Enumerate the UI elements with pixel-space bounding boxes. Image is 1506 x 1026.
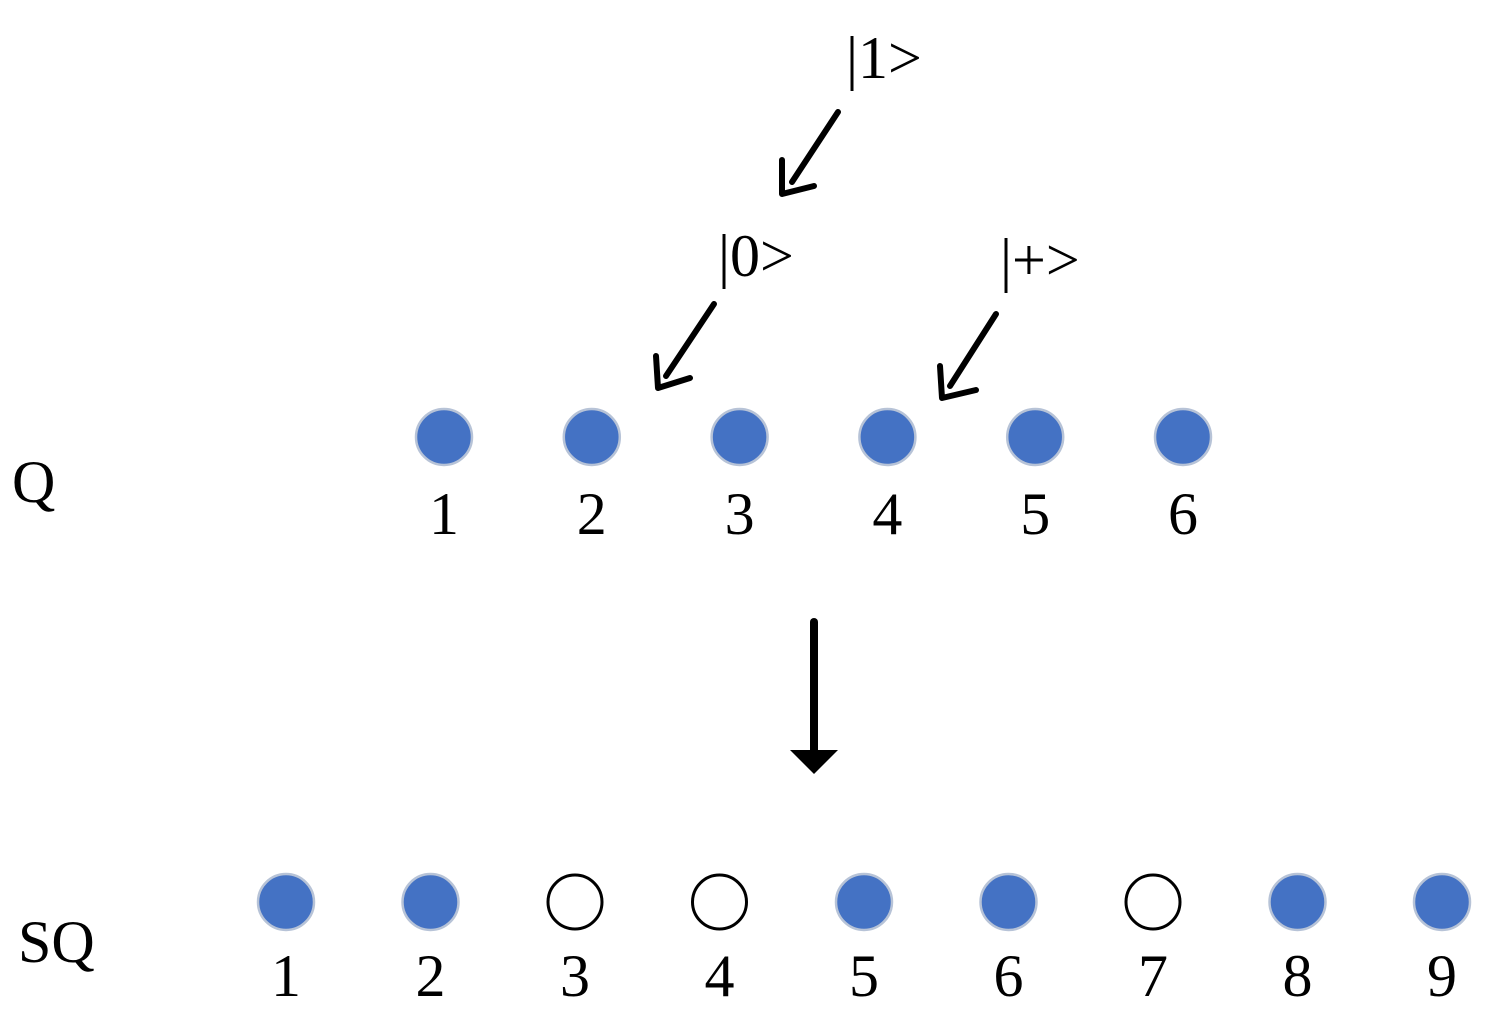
- sq-qubit-label-9: 9: [1427, 943, 1457, 1009]
- sq-qubit-label-6: 6: [994, 943, 1024, 1009]
- sq-qubit-label-7: 7: [1138, 943, 1168, 1009]
- q-qubit-row: 1 2 3 4 5 6: [414, 407, 1213, 547]
- sq-qubit-row: 1 2 3 4 5 6 7 8 9: [256, 872, 1472, 1009]
- q-qubit-1-filled: [414, 407, 474, 467]
- transform-arrow: [790, 618, 838, 774]
- state-label-0: |0>: [718, 223, 794, 289]
- q-qubit-label-6: 6: [1168, 481, 1198, 547]
- q-qubit-label-2: 2: [577, 481, 607, 547]
- sq-qubit-label-2: 2: [416, 943, 446, 1009]
- q-qubit-2-filled: [562, 407, 622, 467]
- insert-arrow-1: [779, 109, 841, 197]
- q-qubit-label-3: 3: [725, 481, 755, 547]
- sq-qubit-label-8: 8: [1283, 943, 1313, 1009]
- q-row-label: Q: [12, 449, 55, 515]
- q-qubit-label-1: 1: [429, 481, 459, 547]
- sq-qubit-4-empty: [691, 873, 748, 931]
- sq-qubit-7-empty: [1124, 873, 1182, 931]
- sq-qubit-label-5: 5: [849, 943, 879, 1009]
- q-qubit-label-5: 5: [1020, 481, 1050, 547]
- sq-qubit-2-filled: [401, 872, 460, 932]
- sq-qubit-6-filled: [979, 872, 1038, 932]
- q-qubit-5-filled: [1005, 407, 1065, 467]
- sq-row-label: SQ: [18, 909, 95, 975]
- insert-arrow-0: [653, 301, 717, 391]
- sq-qubit-8-filled: [1268, 872, 1327, 932]
- sq-qubit-1-filled: [256, 872, 316, 932]
- sq-qubit-3-empty: [546, 873, 604, 931]
- q-qubit-4-filled: [858, 407, 917, 467]
- sq-qubit-5-filled: [834, 872, 894, 932]
- q-qubit-3-filled: [710, 407, 769, 467]
- insert-arrow-plus: [937, 311, 999, 401]
- sq-qubit-label-4: 4: [705, 943, 735, 1009]
- q-qubit-6-filled: [1153, 407, 1213, 467]
- state-label-1: |1>: [846, 25, 922, 91]
- sq-qubit-label-1: 1: [271, 943, 301, 1009]
- sq-qubit-label-3: 3: [560, 943, 590, 1009]
- q-qubit-label-4: 4: [872, 481, 902, 547]
- state-label-plus: |+>: [1000, 227, 1080, 293]
- sq-qubit-9-filled: [1412, 872, 1472, 932]
